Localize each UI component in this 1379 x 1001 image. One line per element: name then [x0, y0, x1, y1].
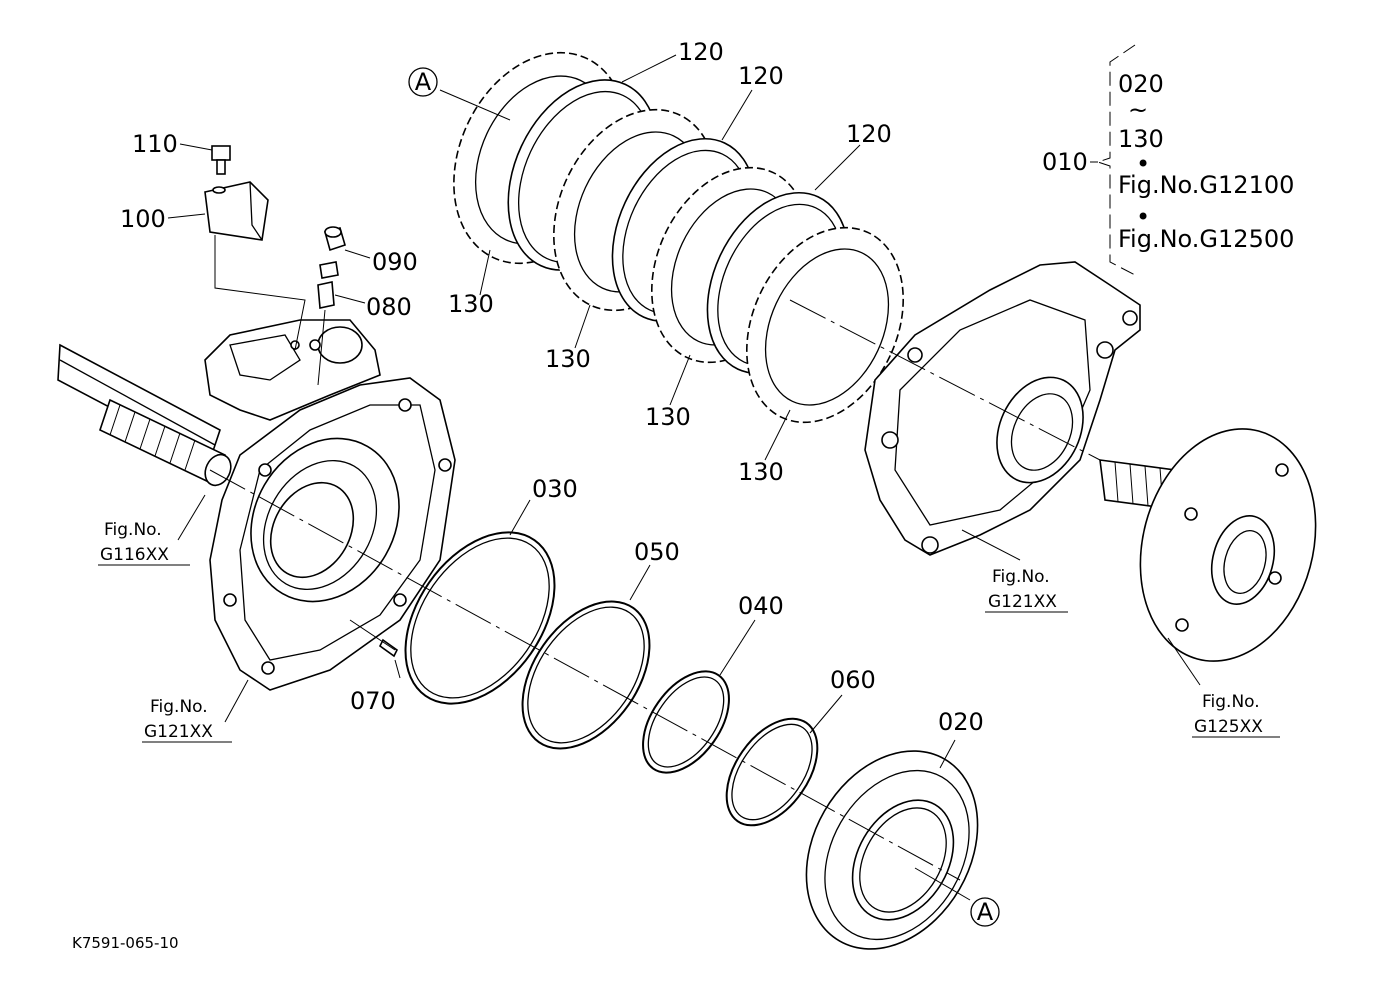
brake-housing	[204, 319, 456, 691]
fig-ref-g116-number: G116XX	[100, 545, 169, 565]
set-group-start: 020	[1118, 70, 1164, 98]
seal-ring-050	[521, 600, 651, 750]
reference-circle-top	[408, 67, 438, 97]
callout-090: 090	[372, 248, 418, 276]
axle-flange	[1099, 428, 1317, 662]
friction-plate-130-d	[745, 226, 905, 424]
pin-070	[378, 638, 399, 658]
fig-ref-g121-right-number: G121XX	[988, 592, 1057, 612]
fig-ref-g125-number: G125XX	[1194, 717, 1263, 737]
bracket-100	[204, 181, 269, 241]
callout-120-c: 120	[846, 120, 892, 148]
reference-letter-bottom: A	[977, 898, 994, 926]
callout-110: 110	[132, 130, 178, 158]
callout-020: 020	[938, 708, 984, 736]
callout-080: 080	[366, 293, 412, 321]
set-group-fig-2: Fig.No.G12500	[1118, 225, 1294, 253]
seal-ring-030	[404, 531, 556, 705]
seal-ring-060	[725, 717, 819, 827]
set-group-tilde: ~	[1128, 96, 1148, 124]
brake-cover-housing	[864, 261, 1141, 556]
drawing-code: K7591-065-10	[72, 934, 179, 952]
callout-130-c: 130	[645, 403, 691, 431]
callout-100: 100	[120, 205, 166, 233]
set-group-bullet-2: •	[1136, 203, 1150, 231]
callout-130-d: 130	[738, 458, 784, 486]
set-group-bullet-1: •	[1136, 150, 1150, 178]
callout-070: 070	[350, 687, 396, 715]
callout-120-b: 120	[738, 62, 784, 90]
callout-050: 050	[634, 538, 680, 566]
reference-letter-top: A	[415, 68, 432, 96]
fig-ref-g125-label: Fig.No.	[1202, 692, 1260, 712]
fig-ref-g116-label: Fig.No.	[104, 520, 162, 540]
callout-130-a: 130	[448, 290, 494, 318]
fig-ref-g121-left-number: G121XX	[144, 722, 213, 742]
set-group-code: 010	[1042, 148, 1088, 176]
leader-lines	[98, 44, 1280, 901]
callout-120-a: 120	[678, 38, 724, 66]
fig-ref-g121-right-label: Fig.No.	[992, 567, 1050, 587]
cap-090	[324, 226, 346, 252]
set-group-end: 130	[1118, 125, 1164, 153]
callout-040: 040	[738, 592, 784, 620]
bolt-110	[211, 145, 231, 175]
callout-060: 060	[830, 666, 876, 694]
set-group-fig-1: Fig.No.G12100	[1118, 171, 1294, 199]
piston-020	[805, 750, 979, 950]
seal-ring-040	[642, 670, 730, 774]
callout-030: 030	[532, 475, 578, 503]
fig-ref-g121-left-label: Fig.No.	[150, 697, 208, 717]
valve-080	[317, 261, 339, 309]
callout-130-b: 130	[545, 345, 591, 373]
reference-circle-bottom	[970, 897, 1000, 927]
